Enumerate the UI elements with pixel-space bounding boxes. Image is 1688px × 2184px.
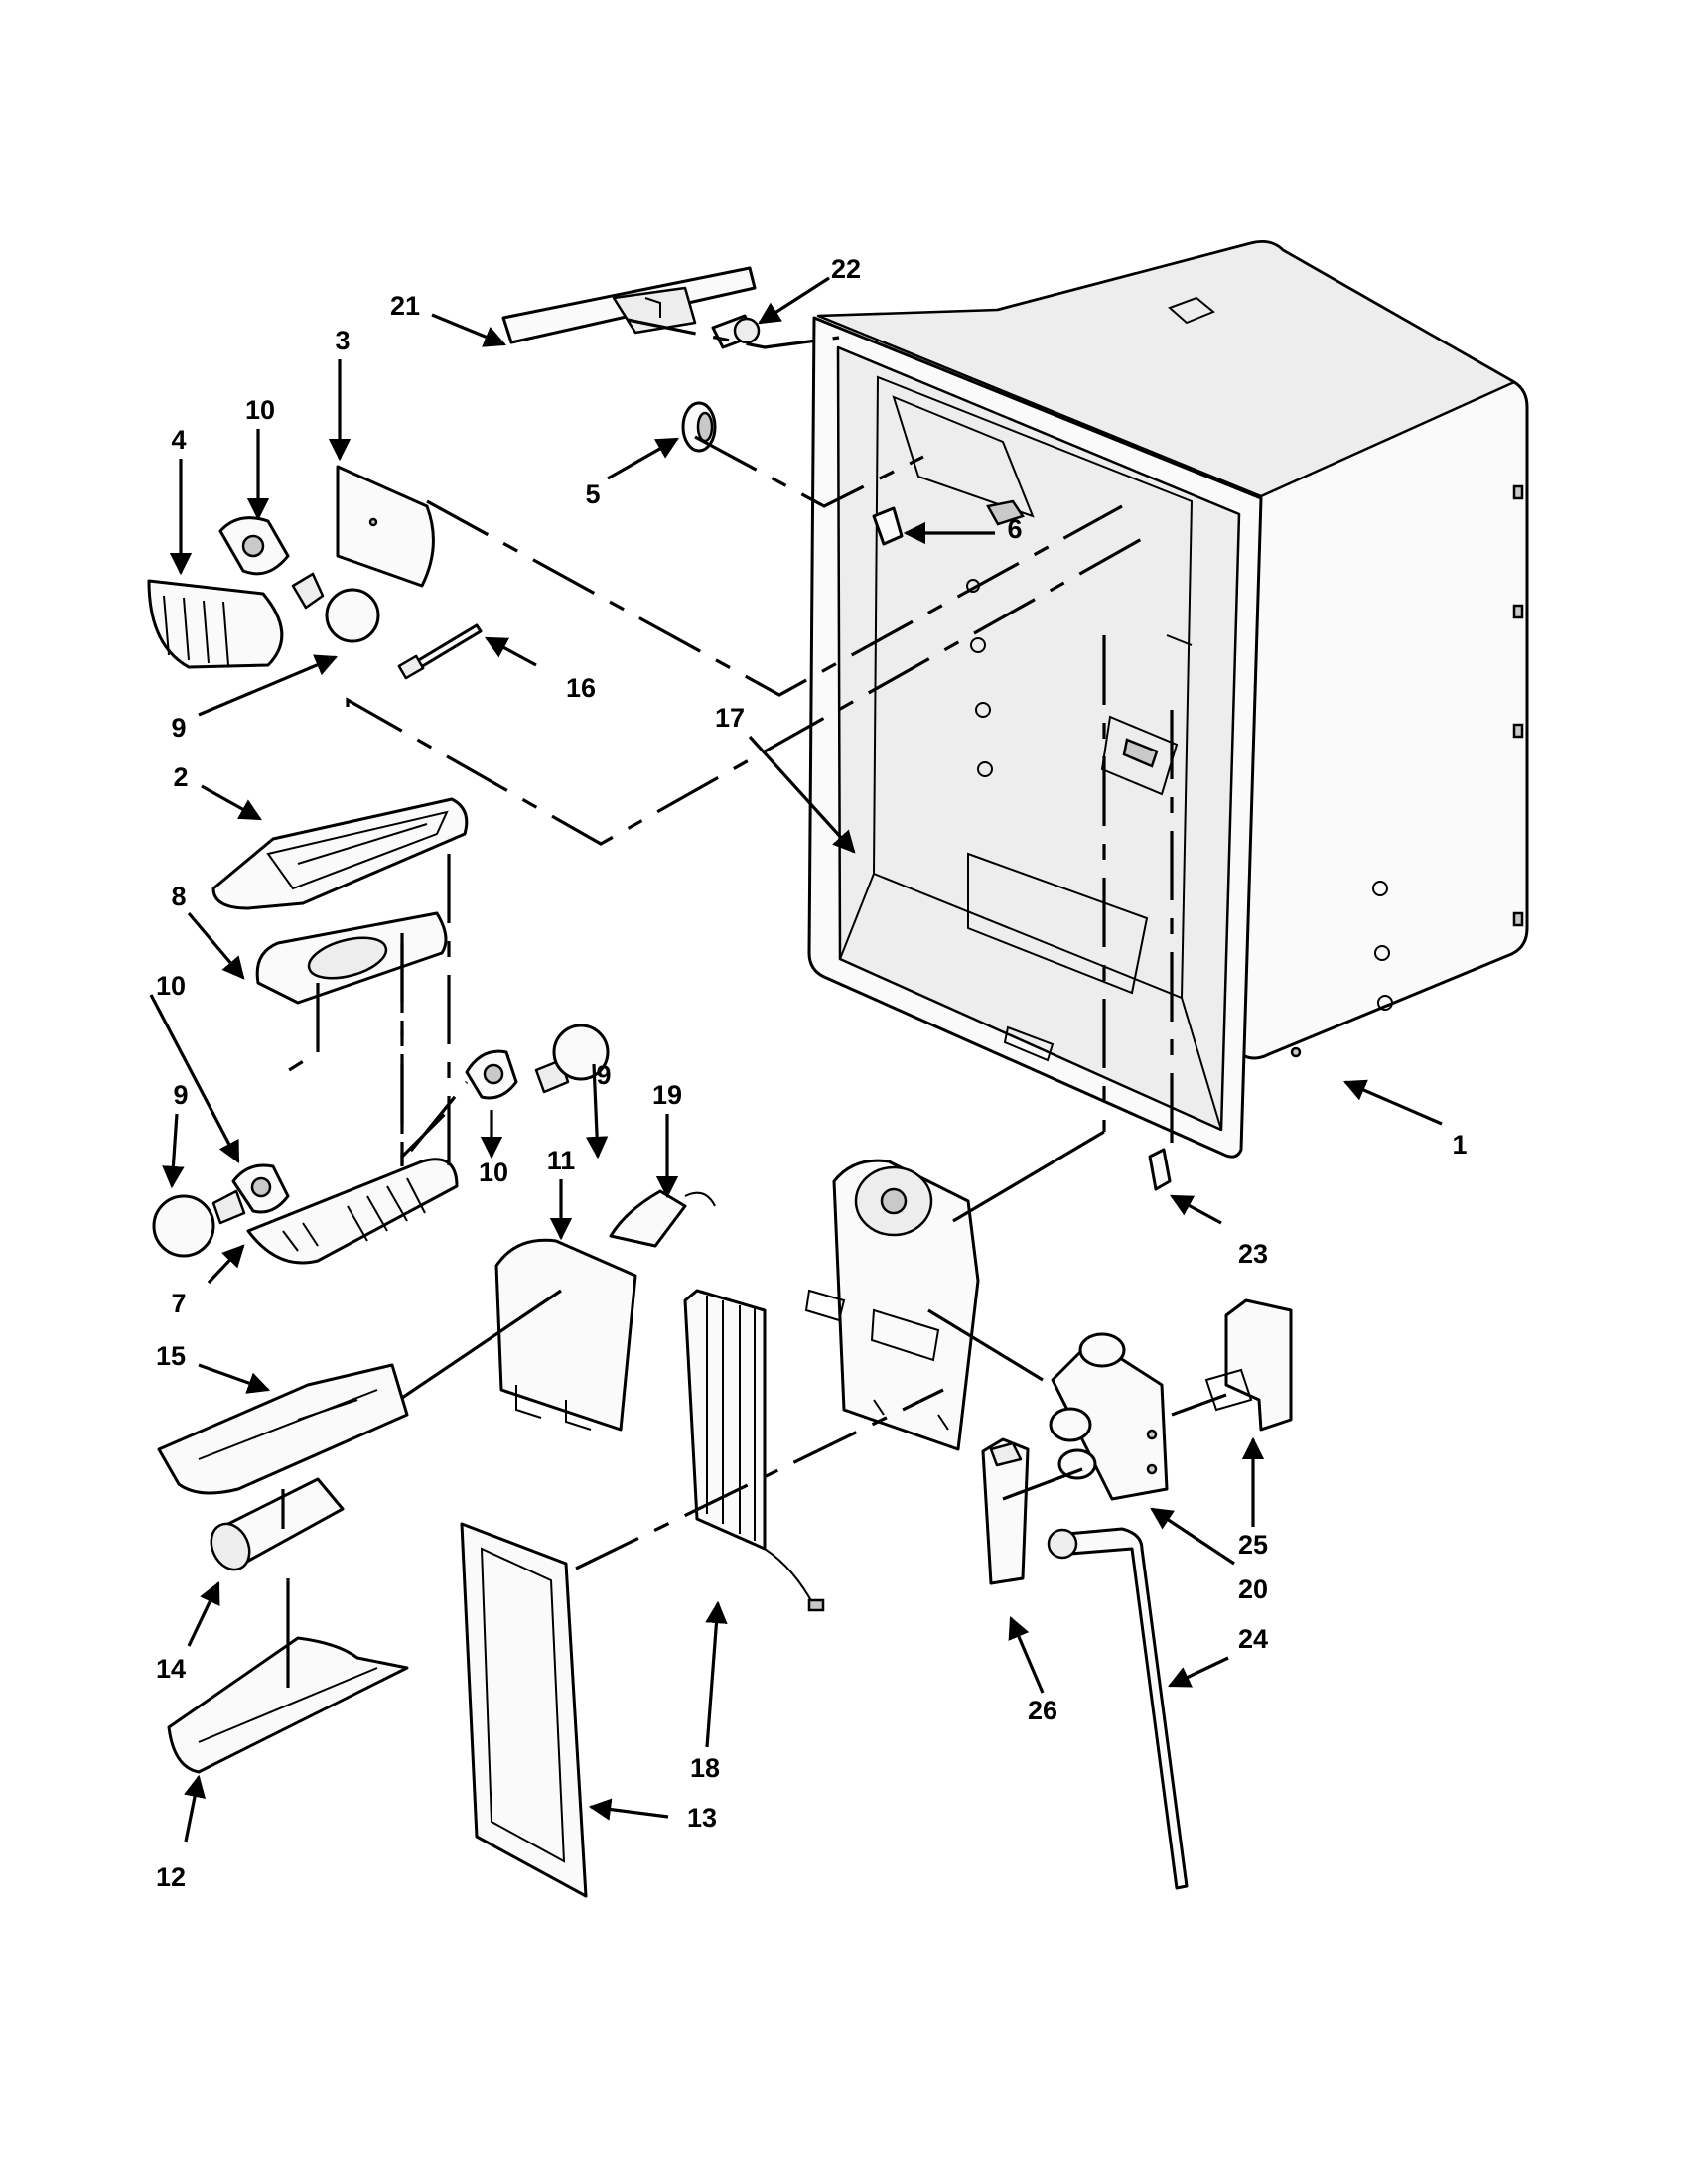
callout-21: 21 <box>390 291 420 321</box>
callout-11: 11 <box>547 1146 576 1175</box>
part-6-clip <box>872 506 904 546</box>
part-3-cover <box>336 465 435 588</box>
callout-16: 16 <box>566 673 596 703</box>
part-23-clip <box>1148 1148 1172 1191</box>
callout-19: 19 <box>652 1080 682 1110</box>
part-9-bulb-top <box>291 572 380 643</box>
callout-4: 4 <box>171 425 186 455</box>
callout-arrows <box>149 276 1443 1843</box>
callout-labels: 1 2 3 4 5 6 7 8 9 9 9 10 10 10 11 12 13 … <box>156 254 1468 1892</box>
callout-14: 14 <box>156 1654 186 1684</box>
part-8-inner-lens <box>255 911 448 1005</box>
callout-10-lower: 10 <box>156 971 186 1001</box>
callout-10-top: 10 <box>245 395 275 425</box>
callout-18: 18 <box>690 1753 720 1783</box>
callout-10-middle: 10 <box>479 1158 508 1187</box>
callout-1: 1 <box>1452 1130 1467 1160</box>
part-liner-cabinet <box>807 240 1529 1159</box>
part-10-socket-top <box>218 516 290 576</box>
callout-5: 5 <box>585 479 600 509</box>
callout-2: 2 <box>173 762 188 792</box>
part-26-bracket <box>981 1437 1030 1585</box>
callout-8: 8 <box>171 882 186 911</box>
callout-25: 25 <box>1238 1530 1268 1560</box>
callout-6: 6 <box>1007 514 1022 544</box>
part-7-grille <box>246 1158 459 1265</box>
part-10-socket-lower <box>231 1163 290 1214</box>
part-13-shield <box>460 1522 588 1898</box>
callout-26: 26 <box>1028 1696 1057 1725</box>
part-2-housing <box>211 797 469 910</box>
callout-9-top: 9 <box>171 713 186 743</box>
part-9-bulb-lower <box>152 1189 246 1258</box>
callout-12: 12 <box>156 1862 186 1892</box>
callout-3: 3 <box>335 326 350 355</box>
part-16-pin <box>397 623 483 680</box>
callout-20: 20 <box>1238 1574 1268 1604</box>
callout-13: 13 <box>687 1803 717 1833</box>
part-20-water-valve <box>1049 1332 1169 1501</box>
callout-7: 7 <box>171 1289 186 1318</box>
callout-15: 15 <box>156 1341 186 1371</box>
callout-24: 24 <box>1238 1624 1268 1654</box>
part-5-knob <box>681 401 717 453</box>
part-18-heater <box>683 1289 825 1612</box>
part-19-sensor <box>609 1189 716 1248</box>
assembly-lines <box>277 318 1227 1688</box>
part-22-screw <box>711 314 761 349</box>
part-4-lens <box>147 579 284 669</box>
callout-9-lower: 9 <box>173 1080 188 1110</box>
callout-9-middle: 9 <box>596 1060 611 1090</box>
part-14-filter-cartridge <box>210 1477 345 1571</box>
callout-22: 22 <box>831 254 861 284</box>
part-17-bracket <box>804 1159 980 1451</box>
part-11-housing <box>494 1238 637 1432</box>
part-15-filter-head <box>157 1363 409 1495</box>
part-25-bracket <box>1204 1298 1293 1432</box>
part-10-socket-middle <box>465 1049 518 1100</box>
part-12-filter-door <box>167 1636 409 1774</box>
callout-23: 23 <box>1238 1239 1268 1269</box>
part-24-tube <box>1047 1527 1189 1890</box>
callout-17: 17 <box>715 703 745 733</box>
